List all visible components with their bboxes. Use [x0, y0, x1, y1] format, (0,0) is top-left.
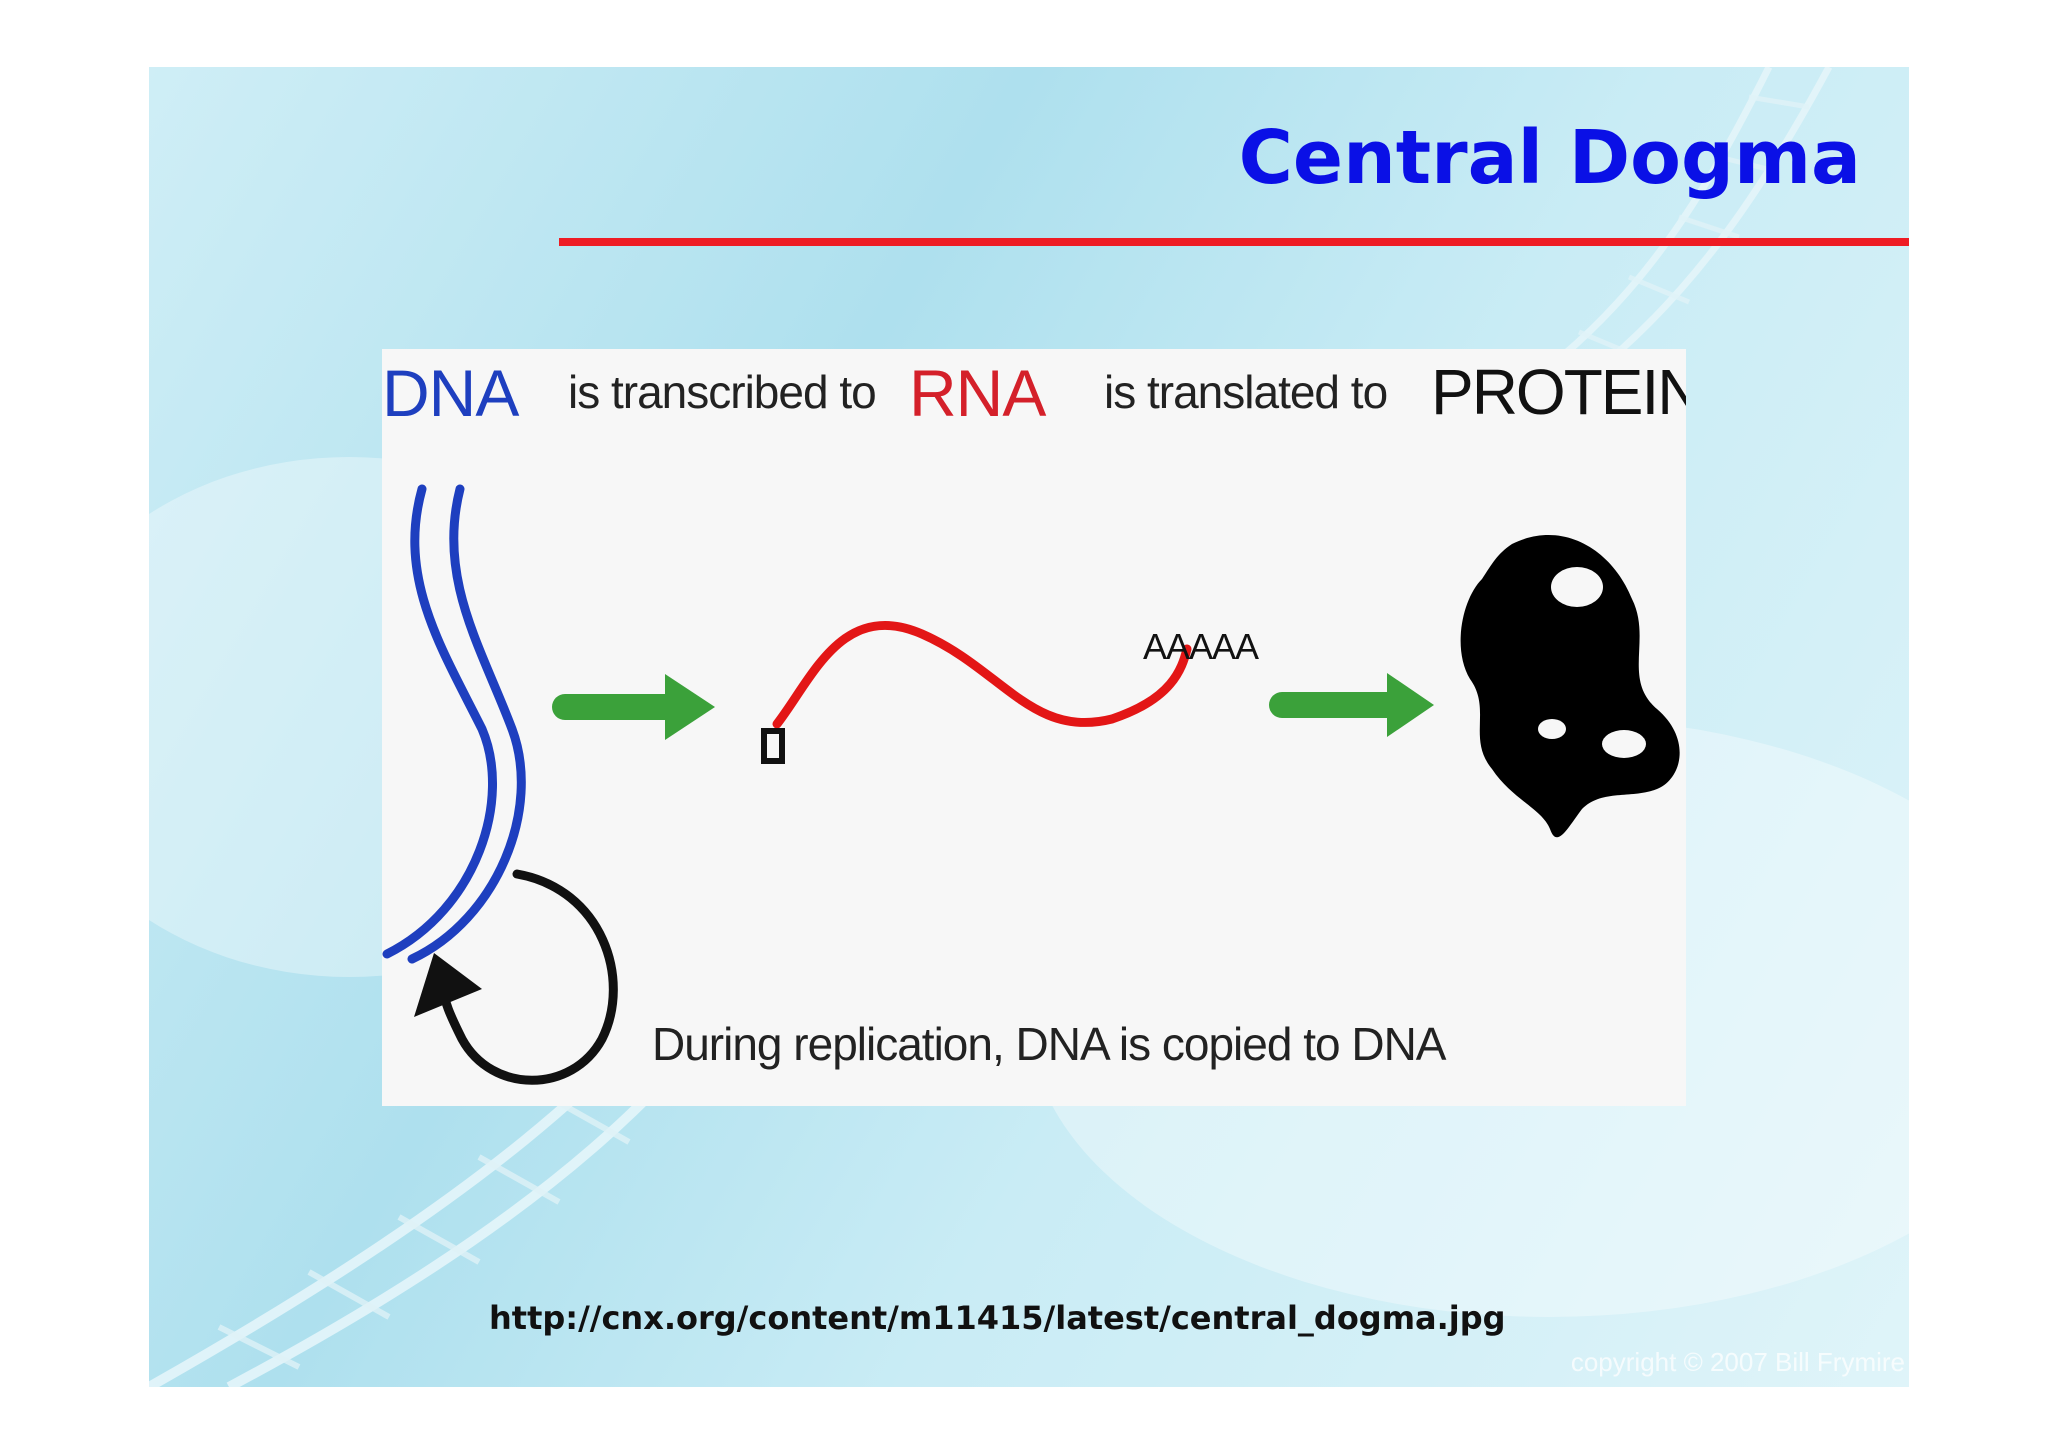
- folded-protein-blob-icon: [1460, 535, 1680, 838]
- poly-a-tail-label: AAAAA: [1143, 626, 1259, 667]
- protein-label: PROTEIN: [1431, 356, 1686, 428]
- double-helix-strand-icon: [382, 484, 526, 964]
- transcription-arrow-icon: [552, 674, 715, 740]
- translation-arrow-icon: [1269, 673, 1434, 737]
- translated-label: is translated to: [1104, 366, 1388, 418]
- rna-label: RNA: [909, 356, 1046, 430]
- diagram-graphics: [382, 484, 1680, 1085]
- central-dogma-diagram: DNA is transcribed to RNA is translated …: [382, 349, 1686, 1106]
- replication-label: During replication, DNA is copied to DNA: [652, 1018, 1446, 1070]
- title-underline: [559, 238, 1909, 246]
- copyright-notice: copyright © 2007 Bill Frymire: [1570, 1347, 1905, 1377]
- dna-label: DNA: [382, 356, 519, 430]
- circular-arrow-icon: [414, 869, 618, 1085]
- slide: Central Dogma: [149, 67, 1909, 1387]
- wavy-strand-icon: [761, 620, 1192, 764]
- transcribed-label: is transcribed to: [568, 366, 877, 418]
- source-url: http://cnx.org/content/m11415/latest/cen…: [489, 1299, 1506, 1337]
- slide-title: Central Dogma: [1238, 115, 1861, 201]
